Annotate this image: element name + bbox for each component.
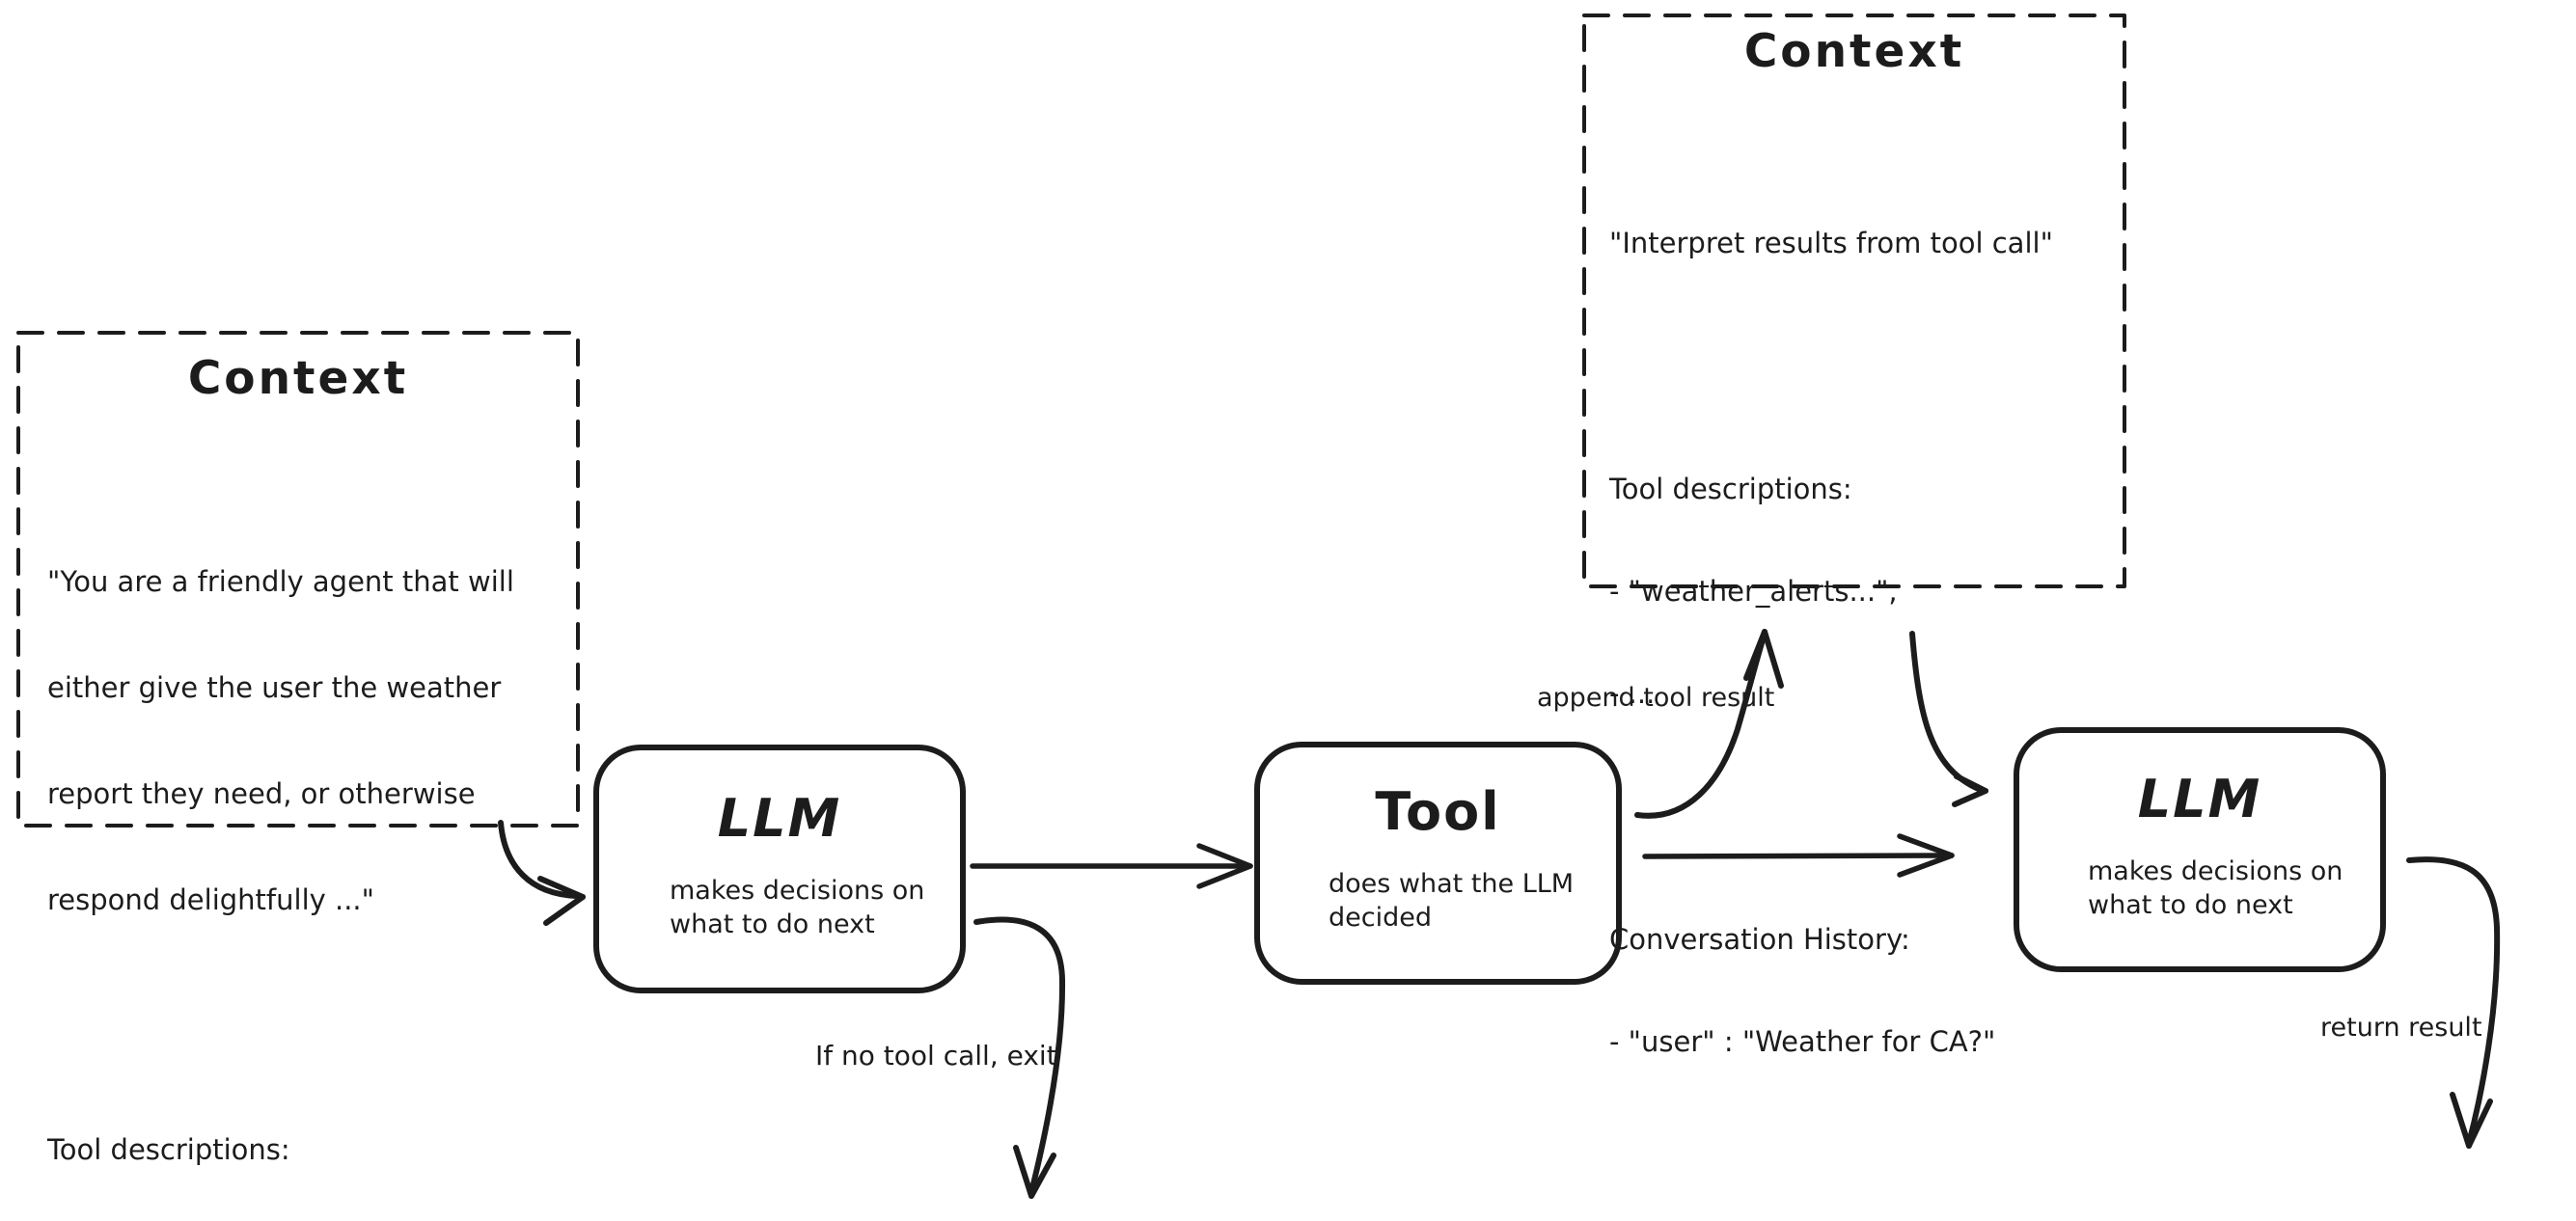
tool-descriptions-paragraph: Tool descriptions: - "weather_alerts..."… bbox=[47, 1064, 578, 1221]
node-llm-1-subtitle: makes decisions on bbox=[670, 876, 925, 906]
tool-result-paragraph: - "tool_result": { "state": "CA", [ { "r… bbox=[1609, 1204, 2124, 1221]
context-line: report they need, or otherwise bbox=[47, 777, 476, 810]
node-llm-2-subtitle: what to do next bbox=[2088, 890, 2293, 920]
context-line: "Interpret results from tool call" bbox=[1609, 227, 2053, 259]
tool-border bbox=[1254, 742, 1622, 985]
node-tool-subtitle: does what the LLM bbox=[1329, 869, 1575, 899]
arrow-context-left-to-llm1 bbox=[498, 820, 586, 926]
node-llm-1: LLM makes decisions on what to do next bbox=[596, 747, 963, 990]
llm2-border bbox=[2014, 727, 2386, 972]
node-llm-2: LLM makes decisions on what to do next bbox=[2016, 730, 2383, 969]
context-top-title: Context bbox=[1743, 25, 1965, 78]
arrow-context-top-to-llm2 bbox=[1909, 631, 1988, 807]
context-line: - "user" : "Weather for CA?" bbox=[1609, 1025, 1996, 1058]
context-line: either give the user the weather bbox=[47, 671, 502, 704]
label-return-result: return result bbox=[2320, 1013, 2482, 1043]
node-llm-1-subtitle: what to do next bbox=[670, 909, 875, 939]
context-line: "You are a friendly agent that will bbox=[47, 565, 514, 598]
context-line: respond delightfully ..." bbox=[47, 883, 374, 916]
node-llm-1-title: LLM bbox=[717, 788, 842, 849]
label-if-no-tool-call-exit: If no tool call, exit bbox=[815, 1040, 1057, 1072]
tool-descriptions-paragraph: Tool descriptions: - "weather_alerts..."… bbox=[1609, 405, 2124, 777]
node-tool: Tool does what the LLM decided bbox=[1257, 745, 1619, 982]
label-append-tool-result: append tool result bbox=[1537, 683, 1775, 713]
arrow-tool-to-context-top bbox=[1634, 629, 1784, 819]
context-line: Tool descriptions: bbox=[47, 1133, 290, 1166]
context-box-left: Context "You are a friendly agent that w… bbox=[18, 333, 578, 1166]
context-line: - ... bbox=[1609, 677, 1656, 710]
node-tool-title: Tool bbox=[1375, 781, 1501, 842]
interpret-results-paragraph: "Interpret results from tool call" bbox=[1609, 159, 2124, 327]
arrow-llm1-to-tool bbox=[970, 843, 1253, 889]
context-line: Conversation History: bbox=[1609, 923, 1910, 956]
node-llm-2-title: LLM bbox=[2137, 769, 2262, 829]
node-tool-subtitle: decided bbox=[1329, 903, 1432, 933]
arrow-llm2-return bbox=[2406, 856, 2501, 1149]
system-prompt-paragraph: "You are a friendly agent that will eith… bbox=[47, 496, 578, 986]
context-line: - "weather_alerts...", bbox=[1609, 575, 1898, 608]
llm1-border bbox=[593, 745, 966, 993]
context-top-border bbox=[1582, 14, 2126, 588]
context-box-top: Context "Interpret results from tool cal… bbox=[1584, 15, 2124, 1058]
context-left-title: Context bbox=[187, 352, 409, 405]
conversation-history-paragraph: Conversation History: - "user" : "Weathe… bbox=[1609, 855, 2124, 1126]
context-line: Tool descriptions: bbox=[1609, 473, 1852, 505]
node-llm-2-subtitle: makes decisions on bbox=[2088, 856, 2343, 886]
arrow-tool-to-llm2 bbox=[1642, 833, 1955, 878]
arrow-llm1-exit bbox=[973, 916, 1066, 1199]
